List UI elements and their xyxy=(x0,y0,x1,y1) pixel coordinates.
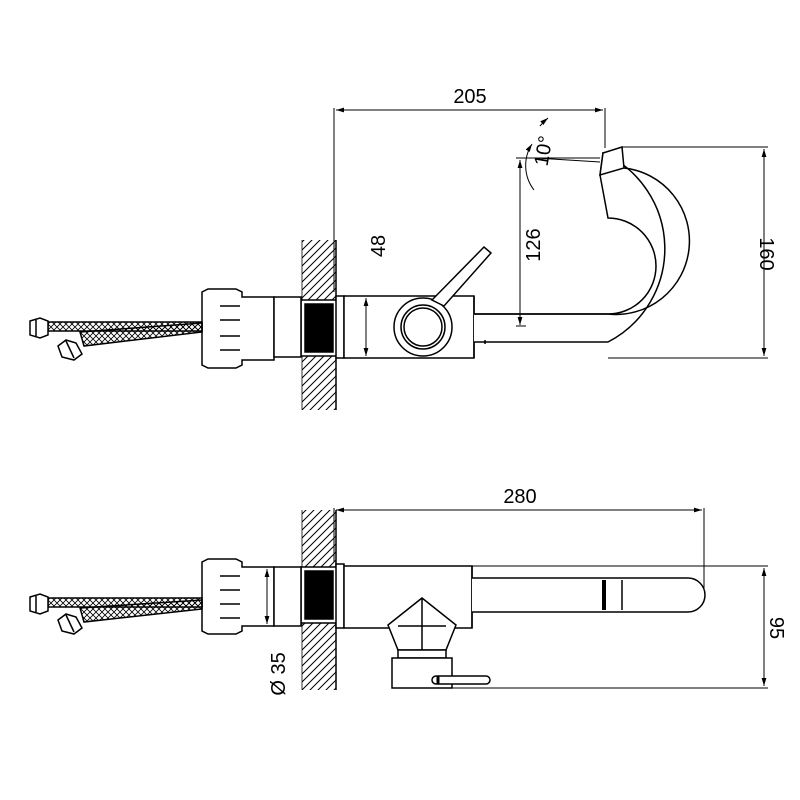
dim-label-angle: 10° xyxy=(531,134,558,168)
faucet-body-side xyxy=(335,295,475,359)
dimension-angle xyxy=(525,117,601,191)
side-view xyxy=(29,107,768,410)
dimension-160 xyxy=(608,146,768,359)
wall-sleeve-side xyxy=(300,299,338,357)
top-view xyxy=(29,507,768,690)
spout-top xyxy=(472,577,706,613)
supply-hoses-top xyxy=(29,593,203,635)
supply-hoses-side xyxy=(29,317,203,361)
spout-side xyxy=(474,146,691,344)
dim-label-126: 126 xyxy=(523,228,545,261)
wall-sleeve-top xyxy=(300,566,338,624)
dim-label-280: 280 xyxy=(503,486,536,508)
dim-label-48: 48 xyxy=(368,235,390,257)
mounting-nut-side xyxy=(201,288,302,369)
dim-label-205: 205 xyxy=(453,86,486,108)
dimension-126 xyxy=(516,157,600,327)
mounting-nut-top xyxy=(201,558,302,635)
dim-label-diameter: Ø 35 xyxy=(268,652,290,695)
lever-handle-side xyxy=(430,245,493,307)
dim-label-95: 95 xyxy=(765,617,787,639)
dimension-48 xyxy=(360,295,372,359)
lever-handle-top xyxy=(431,675,491,685)
dimension-95 xyxy=(452,565,768,689)
dim-label-160: 160 xyxy=(755,237,777,270)
faucet-body-top xyxy=(335,563,473,689)
dimension-280 xyxy=(333,507,705,590)
dimension-205 xyxy=(333,107,606,292)
dimension-diameter xyxy=(262,566,276,627)
